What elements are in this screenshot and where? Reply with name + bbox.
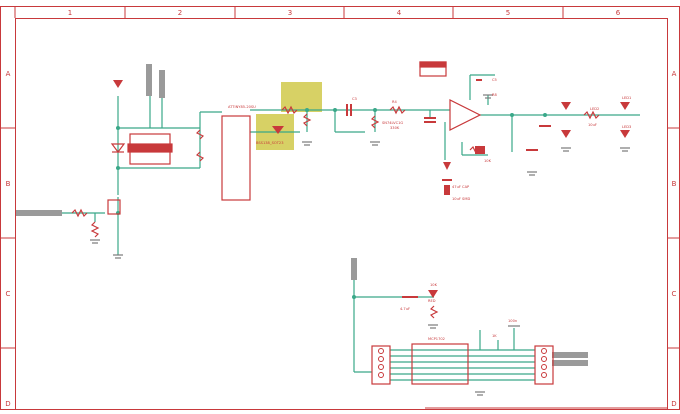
header-pin <box>146 64 152 96</box>
resistor-part <box>195 129 205 140</box>
drawing-frame <box>0 6 680 410</box>
column-labels: 1 2 3 4 5 6 <box>68 9 621 17</box>
header-pin <box>351 258 357 280</box>
label-driver: BSS138_SOT23 <box>256 141 284 145</box>
input-connector <box>16 210 62 216</box>
header-right <box>534 345 554 385</box>
led-part <box>113 80 123 88</box>
label-opamp-r: R8 <box>492 93 497 97</box>
label-mcu: ATTINY85-20SU <box>228 105 256 109</box>
label-bottom-cap: 4.7uF <box>400 307 410 311</box>
resistors[interactable] <box>71 105 600 319</box>
resistor-part <box>281 105 298 115</box>
diode-part <box>110 143 126 153</box>
junctions <box>116 108 547 299</box>
column-label: 6 <box>616 9 621 17</box>
led-part <box>620 130 630 138</box>
small-parts[interactable] <box>113 80 630 298</box>
row-label: C <box>672 290 677 298</box>
column-label: 3 <box>288 9 292 17</box>
label-bottom-part: MCP1702 <box>428 337 445 341</box>
mcu-part <box>221 115 251 201</box>
label-bottom-r2: 1K <box>492 334 497 338</box>
column-label: 5 <box>506 9 510 17</box>
header-pin <box>159 70 165 98</box>
label-out-cap: 10uF <box>588 123 597 127</box>
connectors[interactable] <box>16 64 588 366</box>
label-opamp-c: C5 <box>492 78 497 82</box>
parts[interactable] <box>107 61 554 385</box>
row-label: A <box>672 70 677 78</box>
label-bottom-c2: 100n <box>508 319 517 323</box>
label-r-top: R4 <box>392 100 397 104</box>
led-part <box>443 162 451 170</box>
label-c-top: C3 <box>352 97 357 101</box>
output-connector <box>552 352 588 358</box>
wires <box>62 74 640 381</box>
c-bottom-part <box>444 185 450 195</box>
led-part <box>561 130 571 138</box>
mosfet-part <box>107 199 121 215</box>
label-cap-bottom: 47uF CAP <box>452 185 470 189</box>
row-label: D <box>671 400 676 408</box>
pot-part <box>475 146 485 154</box>
label-cap-bottom2: 10uF SMD <box>452 197 470 201</box>
resistor-part <box>370 115 380 129</box>
header-pads <box>378 348 547 378</box>
resistor-part <box>302 113 312 127</box>
resistor-part <box>71 208 88 218</box>
column-label: 1 <box>68 9 72 17</box>
label-led-right2: LED3 <box>622 125 631 129</box>
led-part <box>561 102 571 110</box>
opamp-part <box>449 99 482 131</box>
label-bottom-res: 10K <box>430 283 438 287</box>
resistor-part <box>429 305 439 319</box>
resistor-part <box>195 151 205 162</box>
output-connector <box>552 360 588 366</box>
row-label: B <box>6 180 11 188</box>
regulator-tab <box>127 143 173 153</box>
column-label: 2 <box>178 9 182 17</box>
label-pot: 10K <box>484 159 492 163</box>
resistor-part <box>583 110 600 120</box>
part-labels: ATTINY85-20SU BSS138_SOT23 C3 R4 SN74LVC… <box>228 78 631 341</box>
led-part <box>428 290 438 298</box>
selection-highlight[interactable] <box>281 82 322 112</box>
capacitors[interactable] <box>346 79 551 298</box>
row-label: B <box>672 180 677 188</box>
label-bottom-led: RED <box>428 299 436 303</box>
column-label: 4 <box>397 9 402 17</box>
resistor-part <box>389 105 406 115</box>
label-net-mid: SN74LVC1G <box>382 121 403 125</box>
resistor-part <box>90 221 100 238</box>
header-left <box>371 345 391 385</box>
bottom-ic-part <box>411 343 469 385</box>
led-part <box>272 126 284 134</box>
row-label: C <box>6 290 11 298</box>
label-led-right1: LED1 <box>622 96 631 100</box>
label-out-led: LED2 <box>590 107 599 111</box>
led-part <box>620 102 630 110</box>
label-net-mid2: 330K <box>390 126 400 130</box>
row-labels: A B C D A B C D <box>5 70 676 408</box>
row-label: D <box>5 400 10 408</box>
row-label: A <box>6 70 11 78</box>
ground-symbols <box>90 94 630 396</box>
